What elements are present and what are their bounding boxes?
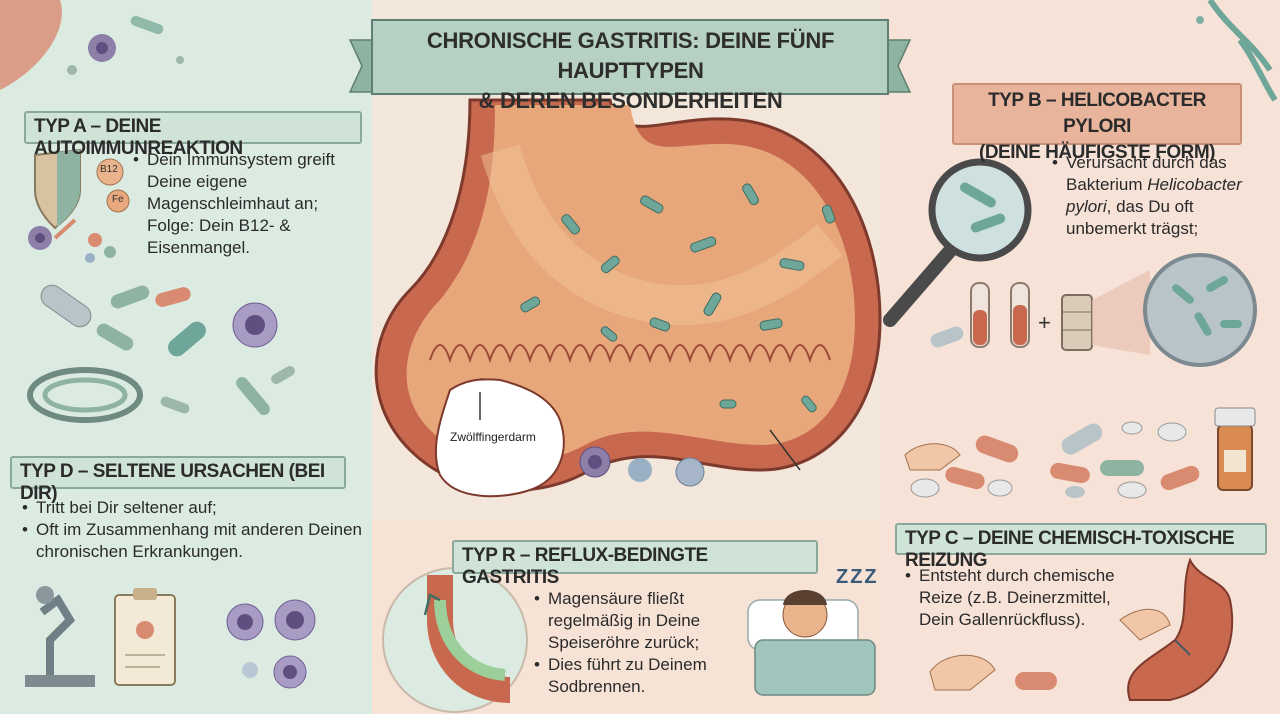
- sleep-zzz-icon: ZZZ: [836, 566, 879, 588]
- page-title-line-2: & DEREN BESONDERHEITEN: [478, 88, 783, 113]
- duodenum-label: Zwölffingerdarm: [450, 430, 536, 444]
- typ-d-bullet-2: Oft im Zusammenhang mit anderen Deinen c…: [22, 519, 367, 563]
- iron-icon: Fe: [112, 194, 124, 205]
- b12-icon: B12: [100, 164, 118, 175]
- typ-r-heading: TYP R – REFLUX-BEDINGTE GASTRITIS: [452, 540, 818, 588]
- plus-sign: +: [1038, 310, 1051, 335]
- typ-d-heading: TYP D – SELTENE URSACHEN (BEI DIR): [10, 456, 346, 504]
- pills-bacteria-cluster-left: [27, 284, 295, 423]
- typ-b-test-tubes: [930, 253, 1257, 367]
- stomach-illustration: [374, 98, 882, 498]
- typ-d-icons: [25, 586, 316, 689]
- typ-b-bullet-post: , das Du oft unbemerkt trägst;: [1066, 197, 1199, 238]
- page-title-line-1: CHRONISCHE GASTRITIS: DEINE FÜNF HAUPTTY…: [426, 28, 835, 83]
- typ-c-bullet: Entsteht durch chemische Reize (z.B. Dei…: [905, 565, 1145, 631]
- typ-c-heading: TYP C – DEINE CHEMISCH-TOXISCHE REIZUNG: [895, 523, 1267, 571]
- typ-a-icons: [28, 148, 130, 263]
- typ-b-heading: TYP B – HELICOBACTER PYLORI (DEINE HÄUFI…: [952, 83, 1242, 163]
- typ-b-bullet: Verursacht durch das Bakterium Helicobac…: [1052, 152, 1272, 240]
- corner-tissue-top-left: [0, 0, 184, 90]
- typ-b-bullet-pre: Verursacht durch das Bakterium: [1066, 153, 1227, 194]
- pills-cluster-right: [904, 407, 1256, 499]
- typ-b-text: Verursacht durch das Bakterium Helicobac…: [1052, 152, 1272, 240]
- typ-c-icons: [929, 557, 1234, 701]
- page-title: CHRONISCHE GASTRITIS: DEINE FÜNF HAUPTTY…: [378, 26, 883, 116]
- typ-a-bullet: Dein Immunsystem greift Deine eigene Mag…: [133, 149, 338, 259]
- typ-a-text: Dein Immunsystem greift Deine eigene Mag…: [133, 149, 338, 259]
- typ-a-heading: TYP A – DEINE AUTOIMMUNREAKTION: [24, 111, 362, 159]
- typ-d-text: Tritt bei Dir seltener auf; Oft im Zusam…: [22, 497, 367, 563]
- title-banner: [348, 19, 912, 95]
- typ-r-icons: [382, 567, 876, 713]
- typ-b-magnifier: [883, 158, 1032, 327]
- typ-b-heading-line-1: TYP B – HELICOBACTER PYLORI: [988, 90, 1206, 137]
- typ-r-bullet-1: Magensäure fließt regelmäßig in Deine Sp…: [534, 588, 744, 654]
- typ-d-bullet-1: Tritt bei Dir seltener auf;: [22, 497, 367, 519]
- typ-b-bullet-italic: Helicobacter pylori: [1066, 175, 1242, 216]
- typ-r-text: Magensäure fließt regelmäßig in Deine Sp…: [534, 588, 744, 698]
- typ-c-text: Entsteht durch chemische Reize (z.B. Dei…: [905, 565, 1145, 631]
- typ-r-bullet-2: Dies führt zu Deinem Sodbrennen.: [534, 654, 744, 698]
